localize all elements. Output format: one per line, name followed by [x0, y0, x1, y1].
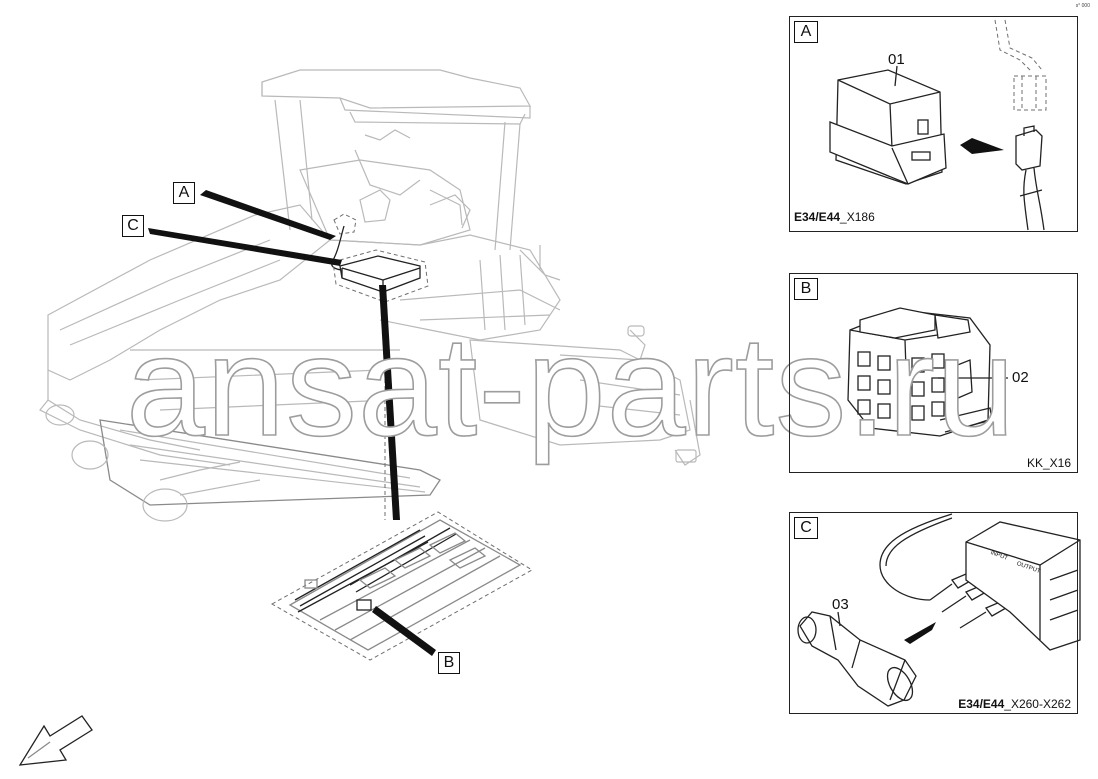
module-input-label: INPUT	[989, 550, 1009, 562]
relay-rows	[294, 527, 501, 641]
detail-panel-c: C 03 INPUT OUTPUT E34/E44_X260-X262	[789, 512, 1078, 714]
part-number-03: 03	[832, 596, 849, 613]
watermark-text: ansat-parts.ru	[125, 307, 1017, 466]
panel-c-caption: E34/E44_X260-X262	[958, 697, 1071, 711]
panel-a-caption: E34/E44_X186	[794, 210, 875, 224]
panel-c-caption-rest: _X260-X262	[1004, 697, 1071, 711]
callout-b: B	[438, 652, 460, 674]
panel-a-caption-rest: _X186	[840, 210, 875, 224]
module-output-label: OUTPUT	[1015, 560, 1041, 576]
panel-b-tag: B	[794, 278, 818, 300]
panel-c-caption-bold: E34/E44	[958, 697, 1005, 711]
part-number-01: 01	[888, 51, 905, 68]
detail-panel-a: A 01 E34/E44_X186	[789, 16, 1078, 232]
callout-a: A	[173, 182, 195, 204]
terminal-grid	[857, 351, 945, 421]
corner-mark: s° 000	[1075, 3, 1090, 9]
panel-c-tag: C	[794, 517, 818, 539]
callout-c: C	[122, 215, 144, 237]
detail-panel-b: B 02 KK_X16	[789, 273, 1078, 473]
panel-a-tag: A	[794, 21, 818, 43]
panel-b-caption-rest: KK_X16	[1026, 456, 1071, 470]
panel-a-caption-bold: E34/E44	[794, 210, 841, 224]
part-number-02: 02	[1012, 369, 1029, 386]
panel-b-caption: KK_X16	[1027, 456, 1071, 470]
